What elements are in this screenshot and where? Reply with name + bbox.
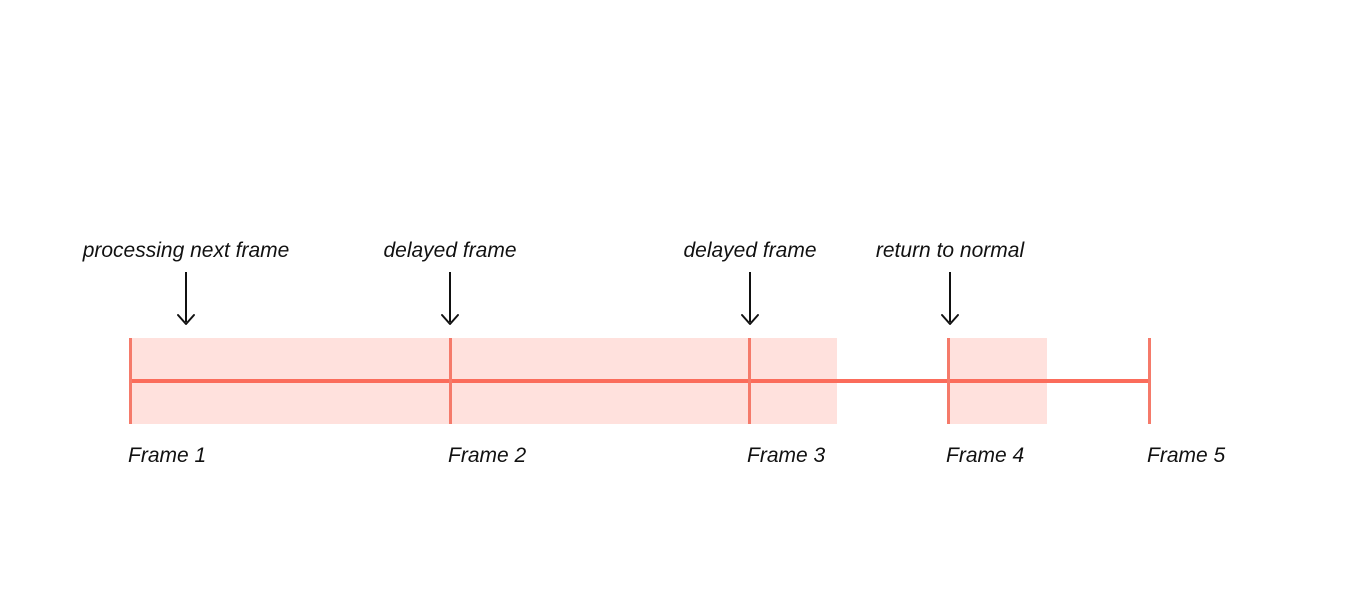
timeline-axis (130, 379, 1149, 383)
down-arrow-icon (939, 271, 961, 331)
down-arrow-icon (739, 271, 761, 331)
frame-label: Frame 5 (1147, 444, 1226, 467)
annotation-label: delayed frame (383, 239, 517, 262)
down-arrow-icon (175, 271, 197, 331)
frame-label: Frame 2 (448, 444, 527, 467)
frame-tick (129, 338, 132, 424)
frame-tick (947, 338, 950, 424)
frame-tick (1148, 338, 1151, 424)
frame-label: Frame 3 (747, 444, 826, 467)
frame-tick (449, 338, 452, 424)
frame-tick (748, 338, 751, 424)
annotation-label: processing next frame (82, 239, 290, 262)
down-arrow-icon (439, 271, 461, 331)
annotation-label: delayed frame (683, 239, 817, 262)
annotation-label: return to normal (875, 239, 1025, 262)
frame-label: Frame 4 (946, 444, 1025, 467)
frame-label: Frame 1 (128, 444, 207, 467)
